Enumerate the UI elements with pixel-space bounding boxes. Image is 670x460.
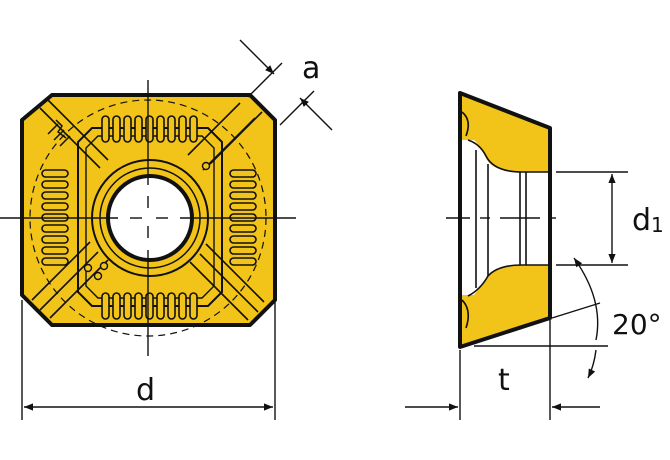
dimension-t [405,320,600,420]
label-t: t [498,363,510,398]
side-outline [458,91,552,349]
label-angle: 20° [612,308,662,341]
label-d: d [136,373,155,408]
locating-dots [83,161,211,281]
dimension-angle [474,257,608,379]
serrations-bottom [101,292,198,320]
top-view: d a [0,39,333,420]
serrations-right [229,169,257,266]
side-view: d1 t 20° [405,91,664,420]
center-hole [106,174,194,262]
bore-profile [467,139,550,297]
center-lines [0,80,296,356]
dimension-d1 [556,171,628,266]
corner-bevels [31,99,265,321]
logo-mark [47,119,71,147]
dimension-d [21,300,276,420]
section-upper [462,95,548,172]
section-lower [462,265,548,346]
inner-square [77,127,223,307]
side-notch [461,111,470,329]
serrations-top [101,115,198,143]
label-a: a [302,51,320,86]
inner-square-2 [85,135,215,299]
label-d1: d1 [632,203,664,238]
dimension-a [239,39,333,131]
